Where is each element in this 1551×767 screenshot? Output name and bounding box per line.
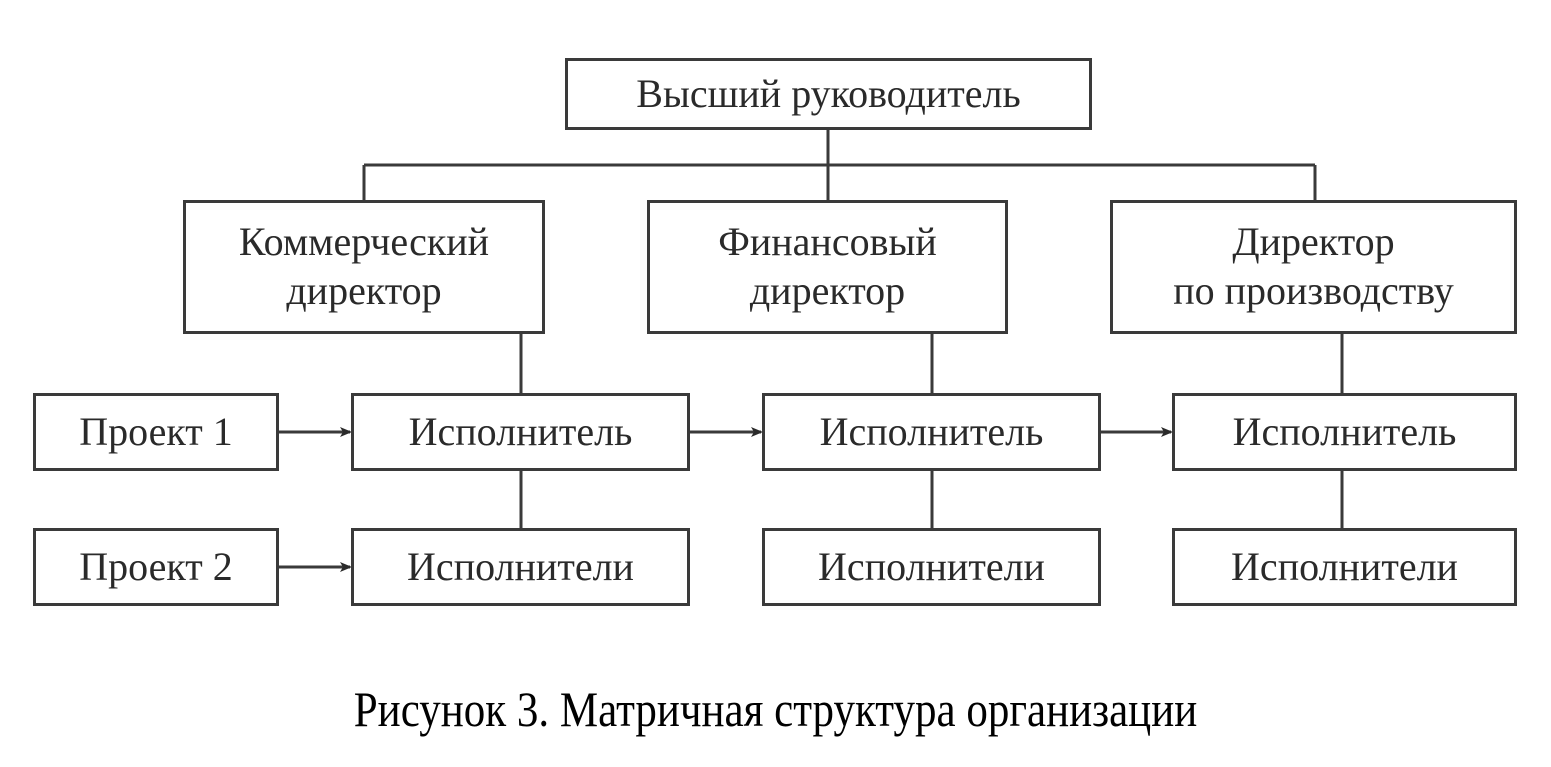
executors-label: Исполнители <box>1231 543 1458 589</box>
director-label-line1: Директор <box>1232 219 1395 265</box>
director-label-line2: директор <box>749 268 906 313</box>
executor-label: Исполнитель <box>408 408 633 454</box>
executors-label: Исполнители <box>407 543 634 589</box>
executor-box-1: Исполнитель <box>351 393 690 471</box>
director-box-production: Директор по производству <box>1110 200 1517 334</box>
executor-label: Исполнитель <box>1232 408 1457 454</box>
director-box-financial: Финансовый директор <box>647 200 1008 334</box>
project-label: Проект 2 <box>79 543 233 589</box>
director-label-line1: Финансовый <box>718 219 937 265</box>
project-box-2: Проект 2 <box>33 528 279 606</box>
executors-box-3: Исполнители <box>1172 528 1517 606</box>
executor-label: Исполнитель <box>819 408 1044 454</box>
director-label-line1: Коммерческий <box>238 219 490 265</box>
director-box-commercial: Коммерческий директор <box>183 200 545 334</box>
top-manager-label: Высший руководитель <box>636 70 1021 116</box>
executors-box-1: Исполнители <box>351 528 690 606</box>
top-manager-box: Высший руководитель <box>565 58 1092 130</box>
director-label-line2: директор <box>286 268 442 313</box>
project-box-1: Проект 1 <box>33 393 279 471</box>
executors-box-2: Исполнители <box>762 528 1101 606</box>
executor-box-3: Исполнитель <box>1172 393 1517 471</box>
project-label: Проект 1 <box>79 408 233 454</box>
executors-label: Исполнители <box>818 543 1045 589</box>
figure-caption: Рисунок 3. Матричная структура организац… <box>353 681 1198 737</box>
director-label-line2: по производству <box>1173 268 1454 313</box>
executor-box-2: Исполнитель <box>762 393 1101 471</box>
